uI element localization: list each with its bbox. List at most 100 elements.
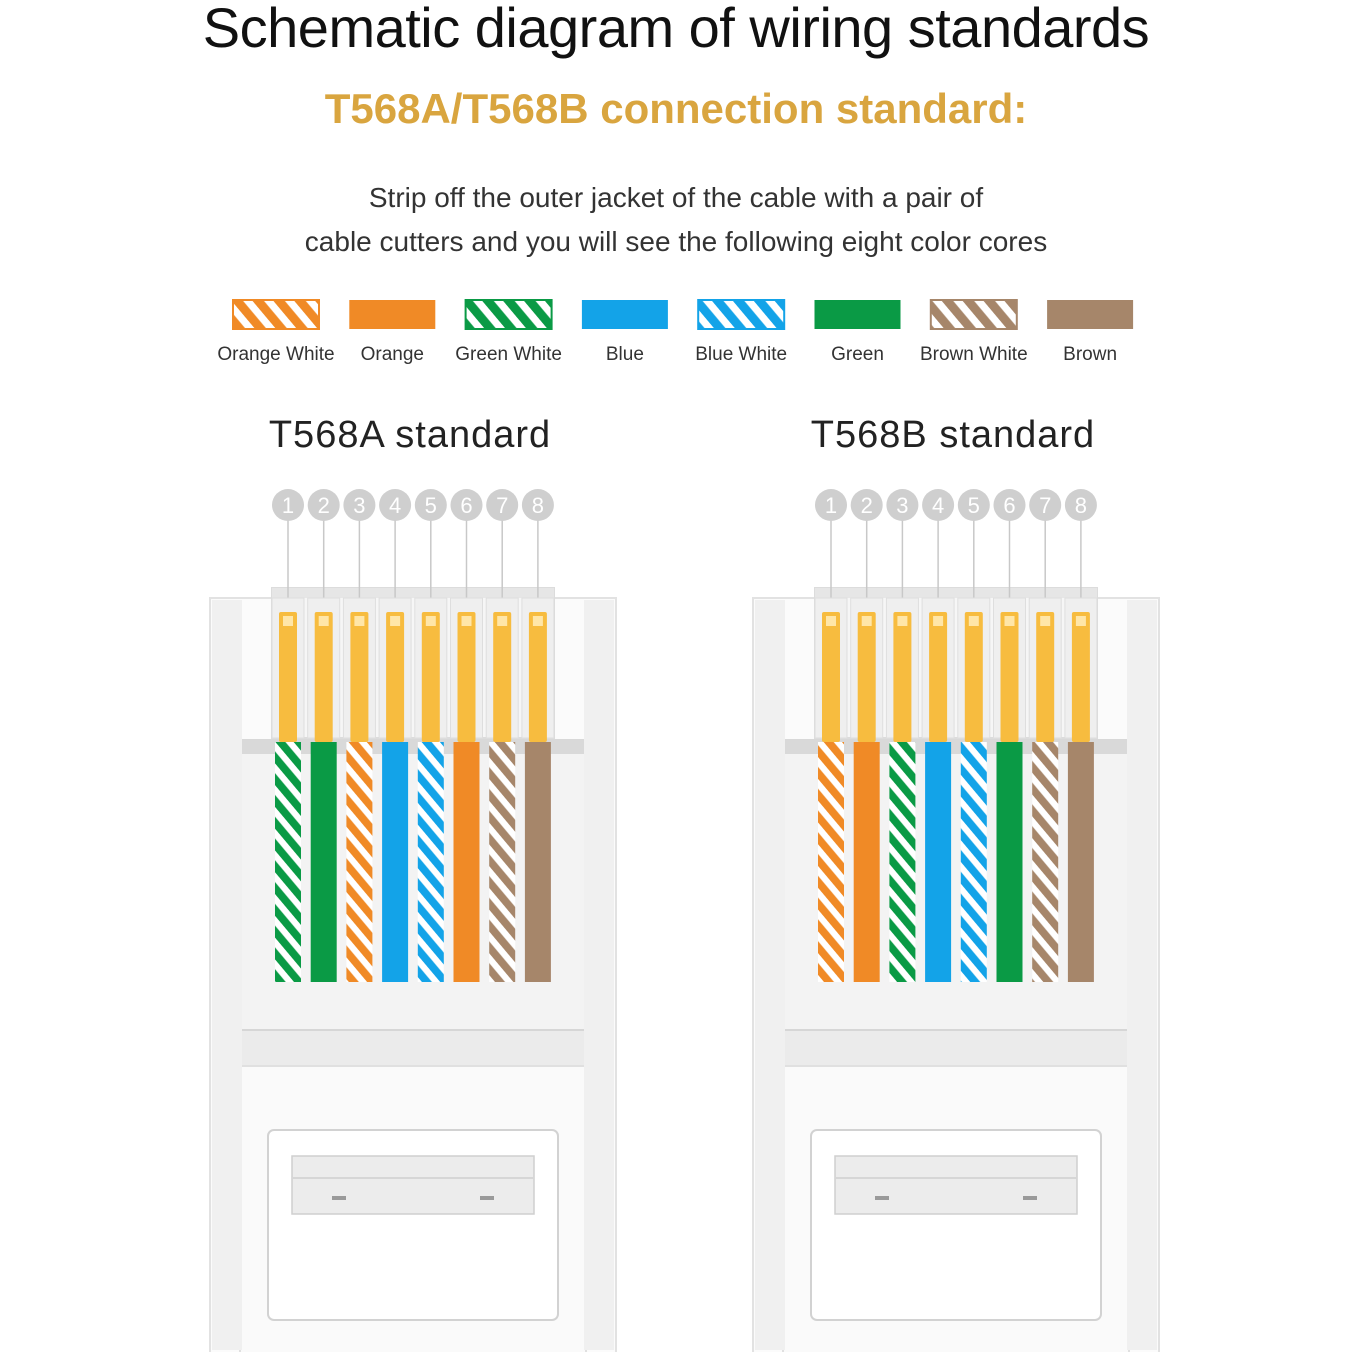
gold-contact <box>964 612 983 742</box>
pin-number: 2 <box>318 493 330 518</box>
wire-core <box>524 742 551 982</box>
pin-number-badge <box>521 489 554 521</box>
contact-highlight <box>532 616 543 626</box>
pin-number: 7 <box>1039 493 1051 518</box>
rj45-connector <box>209 587 617 1352</box>
gold-contact <box>457 612 476 742</box>
gold-contact <box>822 612 840 742</box>
legend-label: Green White <box>455 344 562 365</box>
pin-number-badge <box>850 489 883 521</box>
contact-highlight <box>861 616 872 626</box>
wire-core <box>489 742 516 982</box>
pin-number-badge <box>886 489 919 521</box>
pin-number: 5 <box>968 493 980 518</box>
gold-contact <box>350 612 369 742</box>
gold-contact <box>1000 612 1019 742</box>
contact-highlight <box>1075 616 1086 626</box>
pin-number: 4 <box>932 493 944 518</box>
pin-number-badge <box>1064 489 1097 521</box>
gold-contact <box>528 612 547 742</box>
page-subtitle: T568A/T568B connection standard: <box>324 85 1028 132</box>
pin-number: 1 <box>282 493 294 518</box>
contact-highlight <box>354 616 365 626</box>
pin-number-badge <box>815 489 847 521</box>
contact-highlight <box>1004 616 1015 626</box>
wire-core <box>275 742 301 982</box>
pin-number: 6 <box>1003 493 1015 518</box>
legend-label: Orange <box>360 344 424 365</box>
legend-swatch <box>1047 300 1134 329</box>
description: Strip off the outer jacket of the cable … <box>0 176 1352 264</box>
gold-contact <box>386 612 405 742</box>
pin-number: 4 <box>389 493 401 518</box>
description-line: cable cutters and you will see the follo… <box>304 226 1048 257</box>
pin-number: 1 <box>825 493 837 518</box>
page-title: Schematic diagram of wiring standards <box>202 0 1150 59</box>
pin-number: 5 <box>425 493 437 518</box>
legend-swatch <box>929 299 1018 330</box>
wire-core <box>417 742 444 982</box>
gold-contact <box>279 612 297 742</box>
contact-highlight <box>897 616 908 626</box>
pin-number-badge <box>272 489 304 521</box>
contact-highlight <box>1040 616 1051 626</box>
pin-number: 8 <box>532 493 544 518</box>
contact-highlight <box>283 616 293 626</box>
pin-number: 7 <box>496 493 508 518</box>
wire-core <box>818 742 844 982</box>
gold-contact <box>1036 612 1055 742</box>
pin-number-badge <box>922 489 955 521</box>
pin-number: 3 <box>896 493 908 518</box>
contact-highlight <box>461 616 472 626</box>
contact-highlight <box>390 616 401 626</box>
contact-highlight <box>497 616 508 626</box>
legend-label: Blue White <box>695 344 788 365</box>
pin-number-badge <box>379 489 412 521</box>
contact-highlight <box>968 616 979 626</box>
pin-number: 3 <box>353 493 365 518</box>
pin-number-badge <box>1029 489 1062 521</box>
gold-contact <box>493 612 512 742</box>
legend-swatch <box>814 300 901 329</box>
pin-number-badge <box>414 489 447 521</box>
pin-number-badge <box>307 489 340 521</box>
rj45-connector <box>752 587 1160 1352</box>
wire-core <box>453 742 480 982</box>
pin-number-badge <box>450 489 483 521</box>
pin-number-badge <box>343 489 376 521</box>
standard-title: T568B standard <box>810 414 1096 456</box>
gold-contact <box>1071 612 1090 742</box>
legend-swatch <box>581 300 668 329</box>
wire-core <box>996 742 1023 982</box>
wire-core <box>853 742 880 982</box>
gold-contact <box>421 612 440 742</box>
legend-swatch <box>464 299 553 330</box>
pin-number-badge <box>957 489 990 521</box>
contact-highlight <box>933 616 944 626</box>
pin-number-badge <box>486 489 519 521</box>
legend-swatch <box>697 299 786 330</box>
description-line: Strip off the outer jacket of the cable … <box>368 182 984 213</box>
wire-core <box>1067 742 1094 982</box>
wire-core <box>1032 742 1059 982</box>
gold-contact <box>314 612 333 742</box>
wire-core <box>889 742 916 982</box>
standard-title: T568A standard <box>268 414 552 456</box>
contact-highlight <box>425 616 436 626</box>
gold-contact <box>857 612 876 742</box>
legend-label: Brown White <box>919 344 1028 365</box>
wire-core <box>310 742 337 982</box>
wire-core <box>382 742 409 982</box>
wire-core <box>346 742 373 982</box>
legend-label: Green <box>831 344 884 365</box>
legend-label: Brown <box>1063 344 1118 365</box>
legend-swatch <box>349 300 436 329</box>
gold-contact <box>929 612 948 742</box>
pin-number: 6 <box>460 493 472 518</box>
gold-contact <box>893 612 912 742</box>
wire-core <box>960 742 987 982</box>
pin-number: 8 <box>1075 493 1087 518</box>
wire-core <box>925 742 952 982</box>
contact-highlight <box>318 616 329 626</box>
